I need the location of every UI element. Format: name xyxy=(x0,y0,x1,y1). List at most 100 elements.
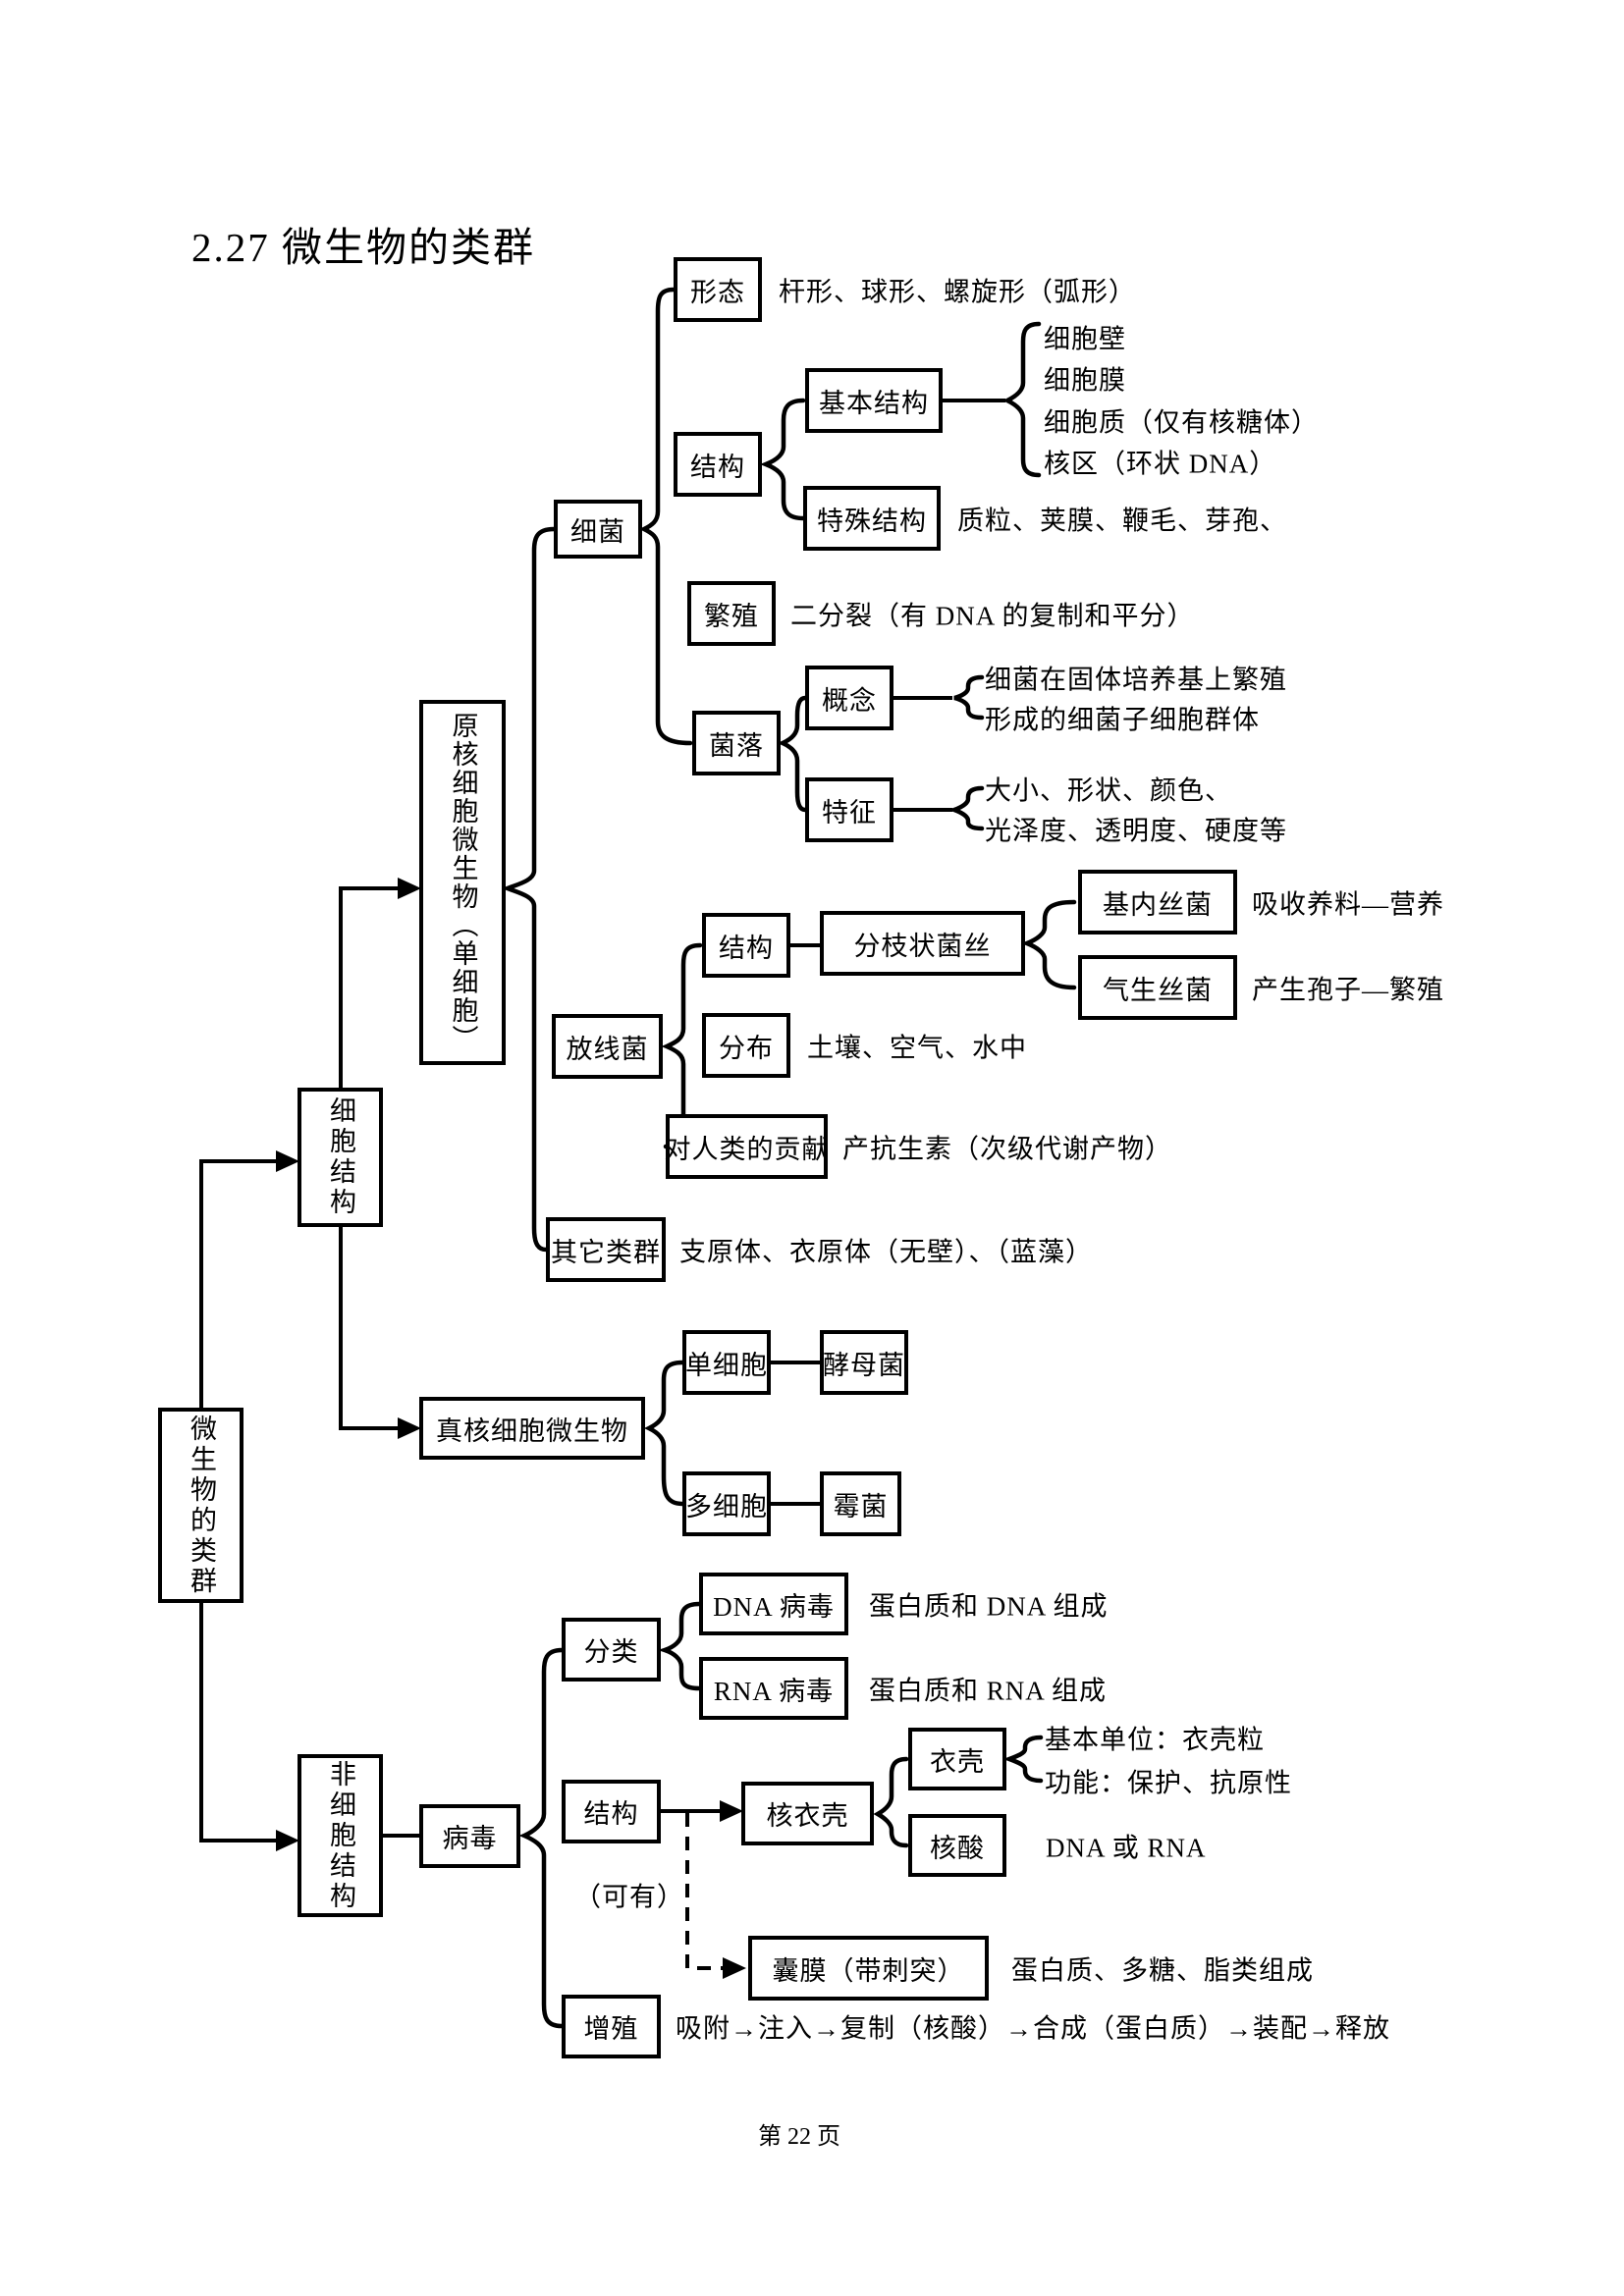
node-multicell: 多细胞 xyxy=(682,1471,771,1536)
note-envelope: 蛋白质、多糖、脂类组成 xyxy=(1011,1955,1314,1986)
node-reproduction: 繁殖 xyxy=(687,581,776,646)
note-concept-line-1: 细菌在固体培养基上繁殖 xyxy=(985,665,1287,695)
node-multicell-label: 多细胞 xyxy=(685,1491,768,1522)
page-number: 第 22 页 xyxy=(758,2124,840,2150)
node-mold-label: 霉菌 xyxy=(833,1491,889,1522)
node-morphology-label: 形态 xyxy=(690,277,745,307)
node-aerial-hypha-label: 气生丝菌 xyxy=(1103,975,1213,1005)
node-actinomycete-structure: 结构 xyxy=(702,913,790,978)
note-optional: （可有） xyxy=(574,1882,684,1912)
node-dna-virus: DNA 病毒 xyxy=(699,1573,848,1635)
node-basic-structure-label: 基本结构 xyxy=(819,388,929,418)
node-basic-structure: 基本结构 xyxy=(805,368,943,433)
node-yeast: 酵母菌 xyxy=(820,1330,908,1395)
node-virus-structure-label: 结构 xyxy=(583,1799,639,1829)
node-colony-label: 菌落 xyxy=(709,730,764,761)
node-nucleic-acid-label: 核酸 xyxy=(930,1833,985,1863)
node-mold: 霉菌 xyxy=(820,1471,901,1536)
node-classification-label: 分类 xyxy=(583,1637,639,1667)
node-unicell: 单细胞 xyxy=(682,1330,771,1395)
note-features-line-2: 光泽度、透明度、硬度等 xyxy=(985,816,1287,846)
node-actinomycete-label: 放线菌 xyxy=(566,1034,649,1064)
node-virus-structure: 结构 xyxy=(562,1780,661,1843)
node-bacteria-structure: 结构 xyxy=(674,432,762,497)
brace-basic-structure-items xyxy=(1001,321,1042,478)
node-concept: 概念 xyxy=(805,666,893,730)
brace-features-lines xyxy=(947,785,985,831)
node-hypha: 分枝状菌丝 xyxy=(820,911,1025,976)
note-basic-item-3: 细胞质（仅有核糖体） xyxy=(1044,407,1319,438)
node-prokaryote: 原核细胞微生物（单细胞） xyxy=(419,700,506,1065)
node-concept-label: 概念 xyxy=(822,685,877,716)
arrowhead-envelope xyxy=(723,1957,746,1979)
node-nucleic-acid: 核酸 xyxy=(908,1814,1006,1877)
brace-virus-children xyxy=(518,1647,565,2029)
node-nucleocapsid-label: 核衣壳 xyxy=(766,1801,849,1831)
node-special-structure: 特殊结构 xyxy=(803,486,941,551)
node-bacteria-label: 细菌 xyxy=(570,516,625,547)
node-contribution: 对人类的贡献 xyxy=(664,1114,830,1179)
node-eukaryote: 真核细胞微生物 xyxy=(419,1397,645,1460)
line-root-down-to-noncell xyxy=(199,1603,287,1842)
note-features-line-1: 大小、形状、颜色、 xyxy=(985,775,1232,806)
node-root: 微生物的类群 xyxy=(158,1408,244,1603)
note-basic-item-2: 细胞膜 xyxy=(1044,365,1126,396)
brace-nucleocapsid-children xyxy=(873,1756,909,1848)
node-special-structure-label: 特殊结构 xyxy=(817,506,927,536)
node-contribution-label: 对人类的贡献 xyxy=(664,1134,830,1164)
note-aerial-hypha: 产生孢子—繁殖 xyxy=(1252,975,1444,1005)
node-prokaryote-label: 原核细胞微生物（单细胞） xyxy=(448,712,478,1053)
note-substrate-hypha: 吸收养料—营养 xyxy=(1252,889,1444,920)
node-substrate-hypha-label: 基内丝菌 xyxy=(1103,889,1213,920)
brace-eukaryote-children xyxy=(643,1360,685,1507)
node-rna-virus-label: RNA 病毒 xyxy=(713,1676,835,1706)
node-other-groups-label: 其它类群 xyxy=(551,1237,661,1267)
node-root-label: 微生物的类群 xyxy=(187,1414,216,1597)
note-reproduction: 二分裂（有 DNA 的复制和平分） xyxy=(790,601,1195,631)
node-hypha-label: 分枝状菌丝 xyxy=(853,931,992,961)
note-basic-item-4: 核区（环状 DNA） xyxy=(1044,449,1277,479)
node-actinomycete-structure-label: 结构 xyxy=(719,933,774,963)
node-envelope: 囊膜（带刺突） xyxy=(748,1936,989,2001)
node-envelope-label: 囊膜（带刺突） xyxy=(772,1955,965,1986)
line-cell-up-to-prokaryote xyxy=(339,886,408,1088)
brace-bacteria-structure-children xyxy=(759,398,806,521)
node-cell-structure-label: 细胞结构 xyxy=(326,1096,355,1218)
node-noncell-structure-label: 非细胞结构 xyxy=(326,1759,355,1912)
node-morphology: 形态 xyxy=(674,257,762,322)
node-colony: 菌落 xyxy=(692,711,781,775)
arrowhead-prokaryote xyxy=(398,878,421,899)
node-bacteria: 细菌 xyxy=(554,500,642,559)
brace-colony-children xyxy=(777,695,808,813)
note-nucleic-acid: DNA 或 RNA xyxy=(1046,1833,1207,1863)
node-reproduction-label: 繁殖 xyxy=(704,601,759,631)
note-basic-item-1: 细胞壁 xyxy=(1044,324,1126,354)
node-virus-label: 病毒 xyxy=(442,1824,498,1853)
node-bacteria-structure-label: 结构 xyxy=(690,452,745,482)
node-noncell-structure: 非细胞结构 xyxy=(298,1754,383,1917)
node-other-groups: 其它类群 xyxy=(546,1217,666,1282)
node-features-label: 特征 xyxy=(822,797,877,828)
node-substrate-hypha: 基内丝菌 xyxy=(1078,870,1237,934)
note-concept-line-2: 形成的细菌子细胞群体 xyxy=(985,705,1260,735)
node-eukaryote-label: 真核细胞微生物 xyxy=(436,1415,628,1446)
note-special-structure: 质粒、荚膜、鞭毛、芽孢、 xyxy=(957,506,1287,536)
arrowhead-nucleocapsid xyxy=(720,1800,743,1822)
node-distribution-label: 分布 xyxy=(719,1033,774,1063)
brace-concept-lines xyxy=(953,674,985,721)
node-dna-virus-label: DNA 病毒 xyxy=(713,1591,835,1622)
note-rna-virus: 蛋白质和 RNA 组成 xyxy=(869,1676,1108,1706)
note-dna-virus: 蛋白质和 DNA 组成 xyxy=(869,1591,1109,1622)
node-classification: 分类 xyxy=(562,1618,661,1682)
node-cell-structure: 细胞结构 xyxy=(298,1088,383,1227)
arrowhead-noncell xyxy=(276,1830,299,1851)
node-aerial-hypha: 气生丝菌 xyxy=(1078,955,1237,1020)
line-cell-down-to-eukaryote xyxy=(339,1227,408,1430)
dashed-line-to-envelope xyxy=(685,1813,725,1970)
node-proliferation: 增殖 xyxy=(562,1995,661,2058)
note-morphology: 杆形、球形、螺旋形（弧形） xyxy=(779,277,1136,307)
node-nucleocapsid: 核衣壳 xyxy=(741,1782,874,1845)
node-capsid: 衣壳 xyxy=(908,1728,1006,1790)
brace-hypha-children xyxy=(1020,899,1077,990)
